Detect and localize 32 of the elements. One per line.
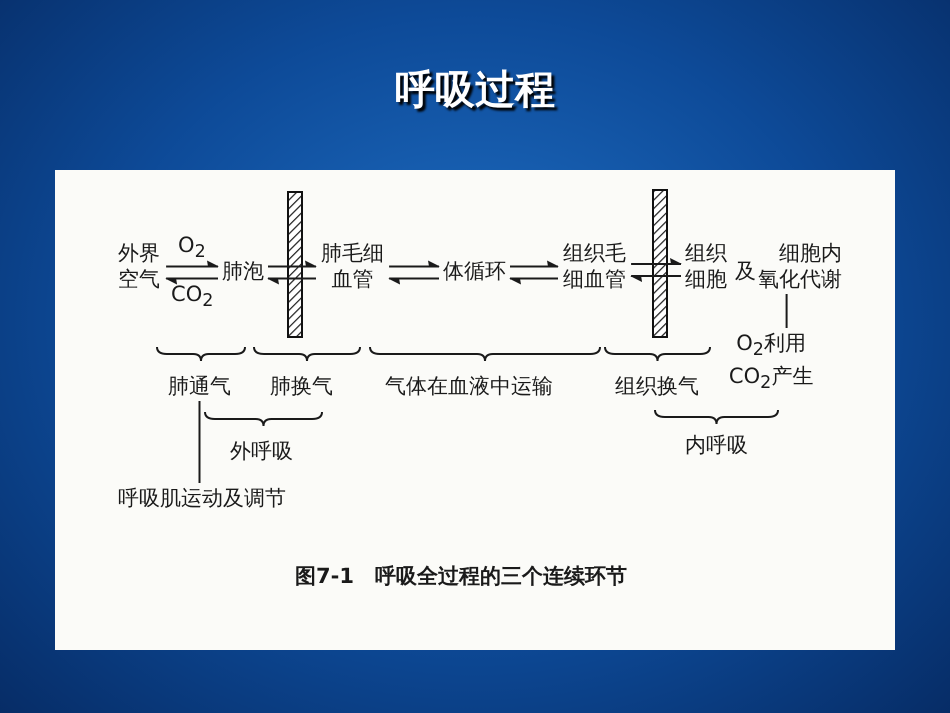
arrow bbox=[389, 260, 440, 268]
edge-label: O$_{2}$ bbox=[178, 232, 206, 264]
slide-title: 呼吸过程 bbox=[394, 66, 556, 115]
stage-label: 肺换气 bbox=[270, 373, 333, 399]
stage-label: 内呼吸 bbox=[685, 432, 748, 458]
edge-label: CO$_{2}$ bbox=[171, 280, 214, 313]
arrow bbox=[631, 258, 682, 265]
node-label: O$_{2}$利用 CO$_{2}$产生 bbox=[727, 330, 816, 396]
node-label: 体循环 bbox=[443, 258, 506, 284]
node-label: 组织毛细血管 bbox=[562, 240, 628, 292]
arrow bbox=[509, 278, 558, 284]
stage-label: 外呼吸 bbox=[230, 438, 293, 464]
arrow bbox=[510, 260, 559, 268]
node-label: 呼吸肌运动及调节 bbox=[118, 485, 286, 511]
connector-line bbox=[198, 401, 200, 483]
node-label: 外界空气 bbox=[118, 240, 162, 292]
arrow bbox=[268, 260, 317, 268]
arrow bbox=[630, 275, 681, 282]
node-label: 肺毛细血管 bbox=[320, 240, 386, 292]
arrow bbox=[267, 278, 316, 284]
arrow bbox=[165, 278, 218, 284]
node-label: 组织细胞 bbox=[685, 240, 730, 292]
stage-label: 气体在血液中运输 bbox=[385, 373, 553, 399]
arrow bbox=[166, 260, 219, 268]
node-label: 细胞内氧化代谢 bbox=[758, 240, 844, 292]
figure-caption: 图7-1 呼吸全过程的三个连续环节 bbox=[295, 563, 627, 590]
node-label: 肺通气 bbox=[168, 373, 231, 399]
connector-line bbox=[786, 294, 788, 328]
stage-label: 组织换气 bbox=[615, 373, 699, 399]
node-label: 肺泡 bbox=[222, 258, 264, 284]
stage-label: 及 bbox=[735, 258, 756, 284]
arrow bbox=[388, 278, 439, 284]
